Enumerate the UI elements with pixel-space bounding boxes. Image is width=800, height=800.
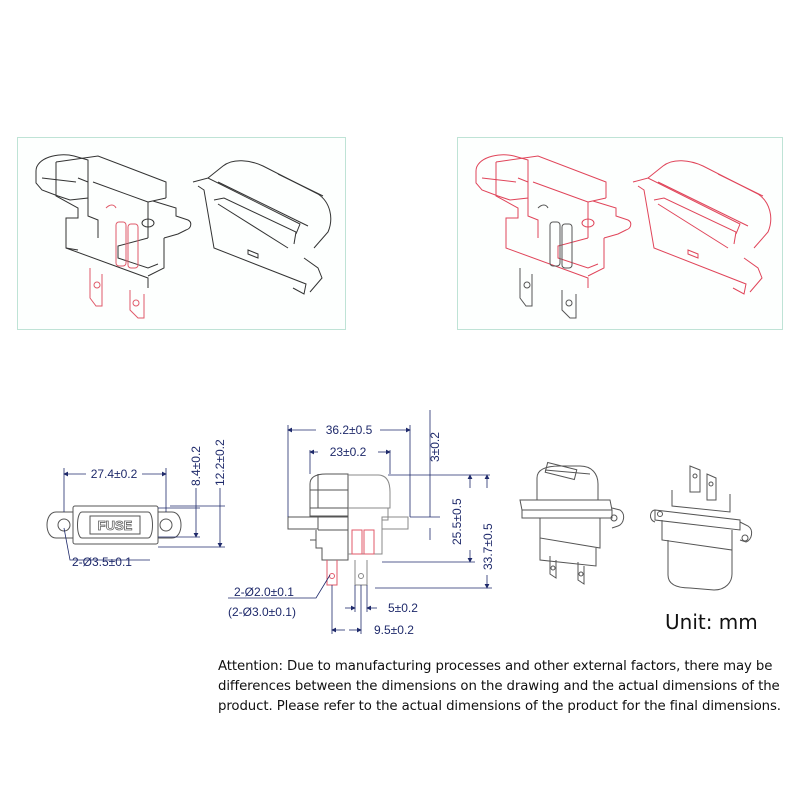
dim-width-label: 27.4±0.2 (91, 467, 138, 481)
dim-terminal-hole-alt-label: (2-Ø3.0±0.1) (228, 605, 296, 619)
top-view: FUSE 27.4±0.2 8.4±0.2 12.2±0.2 2-Ø3.5±0.… (46, 439, 227, 569)
small-isometric-back (650, 465, 753, 591)
isometric-drawing-black (35, 154, 332, 319)
small-isometric-front (519, 461, 625, 585)
dim-flange-label: 3±0.2 (428, 432, 442, 462)
dim-terminal-width-label: 5±0.2 (388, 601, 418, 615)
side-view: 36.2±0.5 23±0.2 3±0.2 25.5±0.5 33.7±0.5 … (228, 410, 495, 637)
dim-terminal-hole-label: 2-Ø2.0±0.1 (234, 585, 294, 599)
dim-body-width-label: 23±0.2 (330, 445, 367, 459)
isometric-drawing-red (475, 154, 772, 319)
isometric-panel-black (17, 137, 346, 330)
unit-label: Unit: mm (665, 610, 758, 634)
dim-outer-height-label: 12.2±0.2 (213, 439, 227, 486)
dim-inner-height-label: 8.4±0.2 (189, 446, 203, 486)
dim-overall-height-label: 33.7±0.5 (481, 523, 495, 570)
attention-note: Attention: Due to manufacturing processe… (218, 659, 781, 714)
isometric-panel-red (457, 137, 783, 330)
dim-terminal-pitch-label: 9.5±0.2 (374, 623, 414, 637)
dim-overall-width-label: 36.2±0.5 (326, 423, 373, 437)
dimension-drawings: FUSE 27.4±0.2 8.4±0.2 12.2±0.2 2-Ø3.5±0.… (46, 410, 753, 637)
dim-body-height-label: 25.5±0.5 (450, 498, 464, 545)
fuse-label: FUSE (98, 518, 133, 533)
dim-hole-label: 2-Ø3.5±0.1 (72, 555, 132, 569)
